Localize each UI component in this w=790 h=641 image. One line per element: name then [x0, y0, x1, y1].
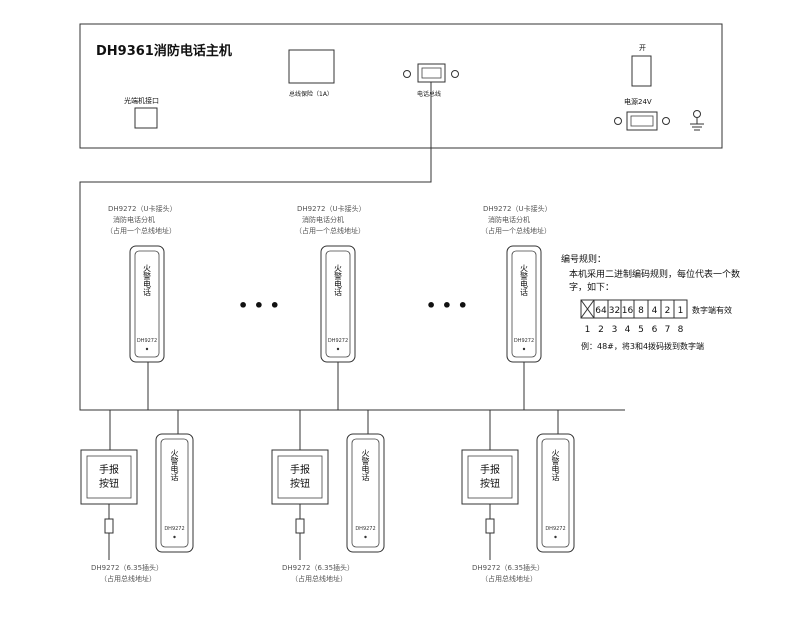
ellipsis-1: • • • — [238, 296, 280, 315]
manual-station-2: 手报 按钮 火警电话 DH9272 DH9272（6.35插头） （占用总线地址… — [271, 433, 385, 583]
bus-fuse — [288, 49, 335, 84]
ext1-handset-text: 火警电话 — [143, 264, 152, 297]
extension-phone-2: DH9272（U卡接头） 消防电话分机 （占用一个总线地址） 火警电话 DH92… — [295, 204, 366, 363]
connector-screw-left — [403, 70, 411, 78]
svg-text:DH9272: DH9272 — [328, 338, 348, 344]
fiber-port-label: 光端机接口 — [124, 96, 159, 105]
power-screw-left — [614, 117, 622, 125]
ext2-caption-3: （占用一个总线地址） — [295, 226, 365, 235]
ext2-handset — [320, 245, 356, 363]
ext3-caption-2: 消防电话分机 — [488, 215, 530, 224]
bit-note: 数字端有效 — [692, 305, 732, 315]
pos-5: 5 — [638, 325, 644, 335]
ext1-caption-2: 消防电话分机 — [113, 215, 155, 224]
ms2-caption-2: （占用总线地址） — [291, 574, 347, 583]
ms1-caption-1: DH9272（6.35插头） — [91, 563, 163, 572]
ms3-caption-1: DH9272（6.35插头） — [472, 563, 544, 572]
ms1-plug-icon — [104, 518, 114, 534]
pos-8: 8 — [678, 325, 684, 335]
phone-bus-label: 电话总线 — [417, 90, 441, 98]
connector-screw-right — [451, 70, 459, 78]
ms2-handset — [346, 433, 385, 553]
ext3-handset-text: 火警电话 — [520, 264, 529, 297]
bit-1: 64 — [595, 306, 607, 316]
host-unit: DH9361消防电话主机 光端机接口 总线保险（1A） 电话总线 开 电源24V — [79, 23, 723, 149]
pos-3: 3 — [612, 325, 618, 335]
manual-station-1: 手报 按钮 火警电话 DH9272 DH9272（6.35插头） （占用总线地址… — [80, 433, 194, 583]
phone-bus-line — [79, 82, 625, 411]
ext3-caption-1: DH9272（U卡接头） — [483, 204, 552, 213]
ms2-button-box — [271, 449, 329, 505]
ms2-button-text-2: 按钮 — [290, 477, 310, 490]
ms3-handset-text: 火警电话 — [551, 449, 560, 482]
ms1-button-box — [80, 449, 138, 505]
ext2-handset-text: 火警电话 — [334, 264, 343, 297]
ms1-button-text-2: 按钮 — [99, 477, 119, 490]
switch-label: 开 — [639, 44, 646, 52]
svg-text:DH9272: DH9272 — [545, 526, 565, 532]
bit-7: 1 — [678, 306, 684, 316]
ext3-caption-3: （占用一个总线地址） — [481, 226, 551, 235]
ms2-button-text-1: 手报 — [290, 463, 310, 476]
ms1-handset-text: 火警电话 — [170, 449, 179, 482]
pos-2: 2 — [598, 325, 604, 335]
bit-4: 8 — [638, 306, 644, 316]
coding-rule: 编号规则： 本机采用二进制编码规则，每位代表一个数 字，如下： 64 32 16… — [561, 253, 740, 351]
bit-3: 16 — [622, 306, 634, 316]
ms3-button-text-1: 手报 — [480, 463, 500, 476]
power-screw-right — [662, 117, 670, 125]
ground-icon — [690, 110, 704, 131]
host-panel — [79, 23, 723, 149]
ms1-caption-2: （占用总线地址） — [100, 574, 156, 583]
manual-station-3: 手报 按钮 火警电话 DH9272 DH9272（6.35插头） （占用总线地址… — [461, 433, 575, 583]
bit-6: 2 — [665, 306, 671, 316]
ext1-caption-3: （占用一个总线地址） — [106, 226, 176, 235]
bit-5: 4 — [652, 306, 658, 316]
extension-phone-1: DH9272（U卡接头） 消防电话分机 （占用一个总线地址） 火警电话 DH92… — [106, 204, 177, 363]
host-title: DH9361消防电话主机 — [96, 43, 232, 59]
ext2-led-icon — [336, 347, 340, 351]
power-connector — [626, 111, 658, 131]
svg-text:DH9272: DH9272 — [514, 338, 534, 344]
svg-text:DH9272: DH9272 — [355, 526, 375, 532]
bus-fuse-label: 总线保险（1A） — [289, 90, 333, 98]
phone-bus-connector-inner — [421, 67, 442, 79]
ms2-plug-icon — [295, 518, 305, 534]
bit-2: 32 — [609, 306, 620, 316]
pos-7: 7 — [665, 325, 671, 335]
bus-wiring — [79, 82, 625, 450]
coding-example: 例：48#，将3和4拨码拨到数字端 — [581, 341, 704, 351]
power-label: 电源24V — [624, 97, 652, 106]
ms3-caption-2: （占用总线地址） — [481, 574, 537, 583]
coding-desc-2: 字，如下： — [569, 281, 614, 293]
coding-title: 编号规则： — [561, 253, 606, 265]
ext3-handset — [506, 245, 542, 363]
svg-text:DH9272: DH9272 — [137, 338, 157, 344]
pos-4: 4 — [625, 325, 631, 335]
extension-phone-3: DH9272（U卡接头） 消防电话分机 （占用一个总线地址） 火警电话 DH92… — [481, 204, 552, 363]
ms3-button-box — [461, 449, 519, 505]
ext1-caption-1: DH9272（U卡接头） — [108, 204, 177, 213]
ms2-caption-1: DH9272（6.35插头） — [282, 563, 354, 572]
coding-desc-1: 本机采用二进制编码规则，每位代表一个数 — [569, 268, 740, 280]
ext2-caption-1: DH9272（U卡接头） — [297, 204, 366, 213]
ms3-plug-icon — [485, 518, 495, 534]
pos-6: 6 — [652, 325, 658, 335]
svg-text:DH9272: DH9272 — [164, 526, 184, 532]
ms1-handset — [155, 433, 194, 553]
pos-1: 1 — [585, 325, 591, 335]
power-connector-inner — [630, 115, 654, 127]
ellipsis-2: • • • — [426, 296, 468, 315]
ext1-handset — [129, 245, 165, 363]
ext2-caption-2: 消防电话分机 — [302, 215, 344, 224]
ms3-handset — [536, 433, 575, 553]
ext3-led-icon — [522, 347, 526, 351]
ms3-button-text-2: 按钮 — [480, 477, 500, 490]
power-switch[interactable] — [631, 55, 652, 87]
fiber-port — [134, 107, 158, 129]
ms2-handset-text: 火警电话 — [361, 449, 370, 482]
ext1-led-icon — [145, 347, 149, 351]
ms1-button-text-1: 手报 — [99, 463, 119, 476]
